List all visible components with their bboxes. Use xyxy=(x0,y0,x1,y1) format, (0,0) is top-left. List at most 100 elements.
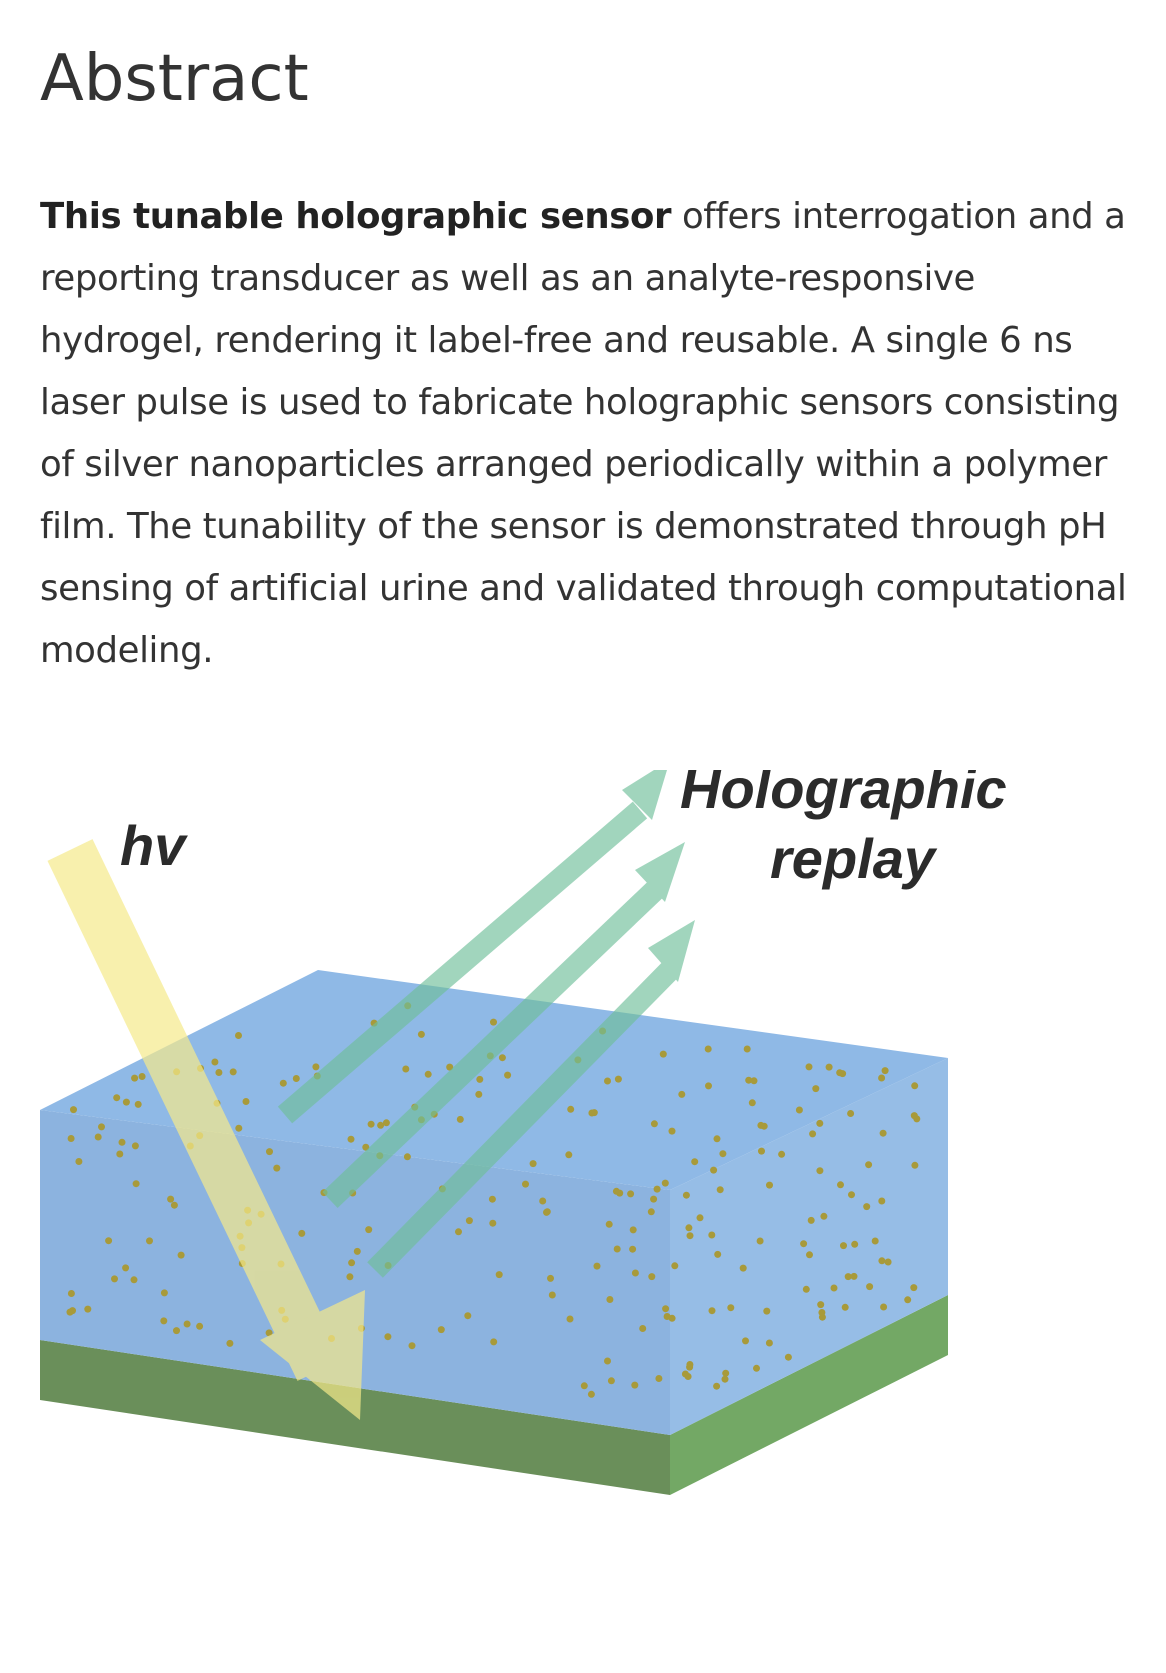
nanoparticle xyxy=(820,1212,828,1220)
nanoparticle xyxy=(719,1150,727,1158)
nanoparticle xyxy=(904,1296,912,1304)
nanoparticle xyxy=(743,1045,751,1053)
nanoparticle xyxy=(547,1274,554,1282)
abstract-lead: This tunable holographic sensor xyxy=(40,196,672,237)
nanoparticle xyxy=(848,1191,855,1199)
nanoparticle xyxy=(753,1364,760,1372)
nanoparticle xyxy=(211,1058,219,1066)
abstract-body: offers interrogation and a reporting tra… xyxy=(40,196,1127,671)
nanoparticle xyxy=(705,1082,712,1090)
nanoparticle xyxy=(292,1075,300,1082)
nanoparticle xyxy=(455,1228,462,1236)
nanoparticle xyxy=(606,1296,614,1303)
nanoparticle xyxy=(488,1195,496,1203)
nanoparticle xyxy=(631,1269,639,1277)
nanoparticle xyxy=(130,1276,138,1284)
nanoparticle xyxy=(844,1273,852,1281)
abstract-heading: Abstract xyxy=(40,42,309,116)
nanoparticle xyxy=(671,1262,679,1270)
nanoparticle xyxy=(504,1071,512,1079)
nanoparticle xyxy=(298,1229,306,1237)
nanoparticle xyxy=(605,1220,613,1228)
nanoparticle xyxy=(721,1375,729,1383)
nanoparticle xyxy=(116,1150,124,1158)
nanoparticle xyxy=(865,1161,873,1169)
nanoparticle xyxy=(98,1123,105,1131)
nanoparticle xyxy=(408,1342,416,1350)
nanoparticle xyxy=(696,1214,704,1222)
nanoparticle xyxy=(795,1106,803,1114)
incident-light-arrow xyxy=(47,839,365,1420)
nanoparticle xyxy=(229,1068,237,1076)
nanoparticle xyxy=(722,1369,730,1377)
nanoparticle xyxy=(850,1272,858,1280)
nanoparticle xyxy=(763,1307,771,1315)
abstract-text: This tunable holographic sensor offers i… xyxy=(40,186,1140,682)
hydrogel-top xyxy=(40,970,948,1190)
nanoparticle xyxy=(138,1073,146,1080)
nanoparticle xyxy=(879,1129,887,1137)
nanoparticle xyxy=(910,1112,918,1120)
nanoparticle xyxy=(627,1190,635,1198)
nanoparticle xyxy=(70,1106,77,1114)
nanoparticle xyxy=(758,1147,765,1155)
nanoparticle xyxy=(382,1119,390,1127)
nanoparticle xyxy=(878,1074,886,1082)
nanoparticle xyxy=(377,1121,385,1129)
nanoparticle xyxy=(650,1120,658,1128)
nanoparticle xyxy=(384,1333,392,1341)
nanoparticle xyxy=(686,1232,694,1240)
nanoparticle xyxy=(878,1197,886,1205)
nanoparticle xyxy=(807,1216,815,1224)
nanoparticle xyxy=(613,1245,621,1253)
nanoparticle xyxy=(403,1153,411,1161)
nanoparticle xyxy=(678,1090,686,1098)
nanoparticle xyxy=(69,1307,76,1315)
nanoparticle xyxy=(131,1142,139,1150)
nanoparticle xyxy=(847,1110,855,1117)
nanoparticle xyxy=(183,1320,191,1328)
nanoparticle xyxy=(647,1208,655,1216)
replay-label-line2: replay xyxy=(770,827,938,890)
nanoparticle xyxy=(745,1076,753,1084)
nanoparticle xyxy=(67,1135,75,1142)
nanoparticle xyxy=(235,1124,243,1132)
nanoparticle xyxy=(131,1074,139,1082)
nanoparticle xyxy=(402,1065,410,1073)
nanoparticle xyxy=(739,1264,747,1272)
nanoparticle xyxy=(94,1133,102,1141)
nanoparticle xyxy=(837,1181,844,1189)
nanoparticle xyxy=(346,1273,354,1281)
nanoparticle xyxy=(639,1325,647,1332)
nanoparticle xyxy=(659,1050,667,1058)
nanoparticle xyxy=(805,1063,813,1071)
nanoparticle xyxy=(347,1135,355,1143)
nanoparticle xyxy=(817,1301,825,1309)
nanoparticle xyxy=(265,1329,273,1337)
nanoparticle xyxy=(836,1069,844,1077)
nanoparticle xyxy=(437,1326,445,1334)
nanoparticle xyxy=(851,1240,859,1248)
hydrogel-front xyxy=(40,1110,670,1435)
nanoparticle xyxy=(160,1289,168,1297)
nanoparticle xyxy=(825,1063,833,1071)
nanoparticle xyxy=(871,1237,879,1245)
nanoparticle xyxy=(800,1240,808,1248)
nanoparticle xyxy=(464,1312,472,1320)
nanoparticle xyxy=(778,1150,786,1158)
nanoparticle xyxy=(668,1127,676,1135)
nanoparticle xyxy=(67,1290,75,1297)
nanoparticle xyxy=(226,1339,234,1347)
nanoparticle xyxy=(685,1224,693,1232)
nanoparticle xyxy=(812,1085,820,1093)
nanoparticle xyxy=(784,1353,792,1361)
nanoparticle xyxy=(266,1148,273,1156)
nanoparticle xyxy=(742,1337,749,1345)
nanoparticle xyxy=(607,1377,615,1385)
nanoparticle xyxy=(111,1275,118,1283)
nanoparticle xyxy=(727,1304,735,1312)
nanoparticle xyxy=(716,1186,724,1194)
nanoparticle xyxy=(710,1166,718,1174)
nanoparticle xyxy=(840,1242,847,1250)
nanoparticle xyxy=(655,1375,663,1382)
